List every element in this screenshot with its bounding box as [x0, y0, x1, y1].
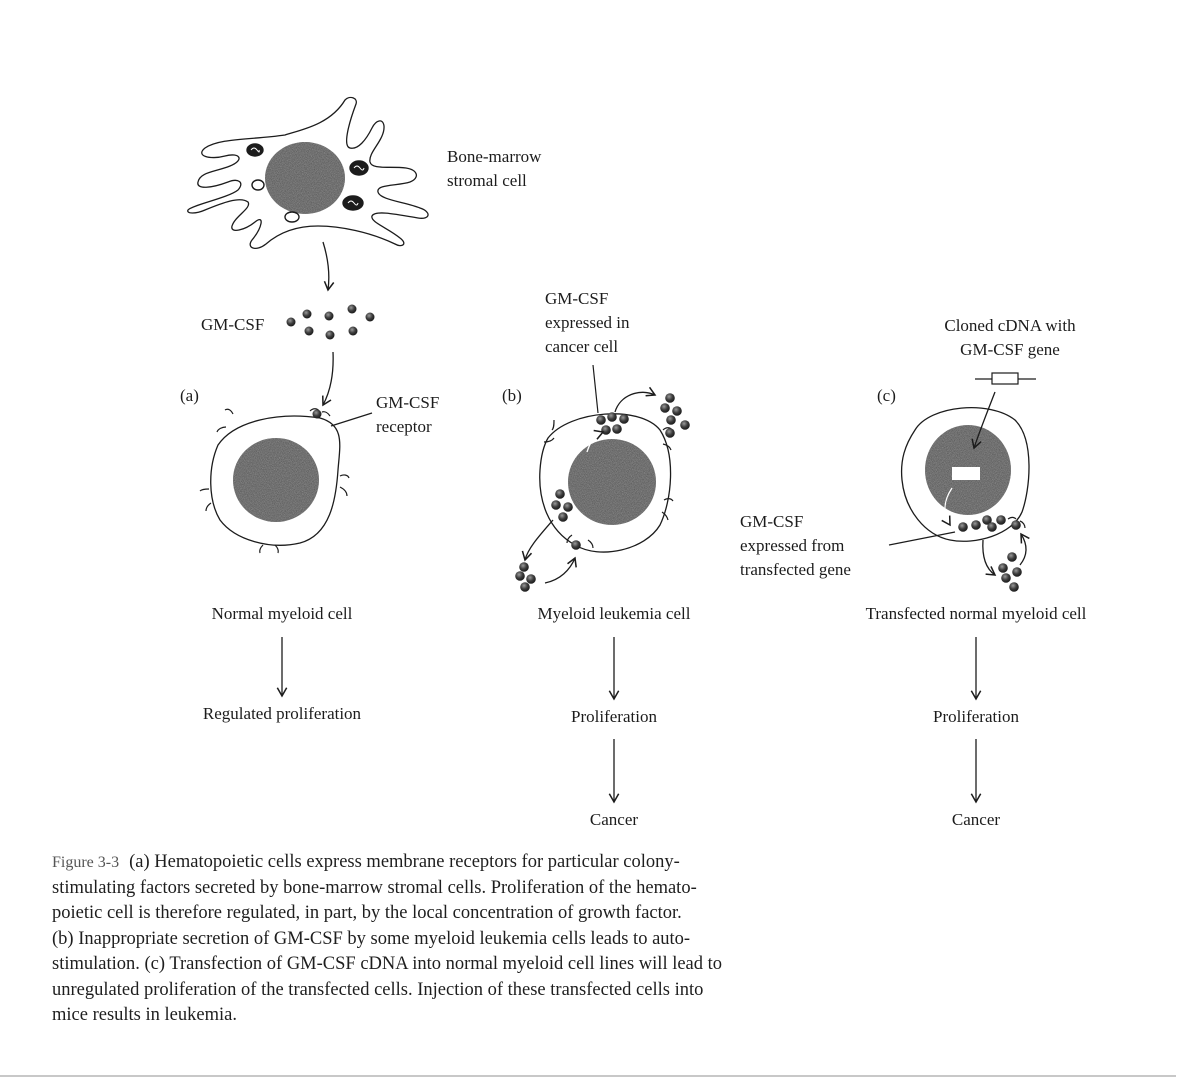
panel-c-step-1: Proliferation — [933, 707, 1019, 726]
panel-c-cell-name: Transfected normal myeloid cell — [865, 604, 1087, 623]
nucleus — [568, 439, 656, 525]
expressed-from-transfected-label: GM-CSF expressed from transfected gene — [740, 510, 851, 582]
panel-b-label: (b) — [502, 386, 522, 405]
label-line: stromal cell — [447, 171, 527, 190]
caption-text: (a) Hematopoietic cells express membrane… — [129, 852, 680, 872]
leukemia-cell — [515, 364, 690, 592]
arrow-stromal-to-gmcsf — [322, 241, 335, 292]
label-line: GM-CSF gene — [960, 340, 1060, 359]
gm-csf-cluster-inside — [958, 515, 1021, 532]
label-line: Cloned cDNA with — [944, 316, 1076, 335]
label-line: cancer cell — [545, 337, 619, 356]
label-line: GM-CSF — [545, 289, 609, 308]
gm-csf-molecules — [286, 304, 375, 340]
label-line: transfected gene — [740, 560, 851, 579]
gm-csf-cluster-outside-bottom — [515, 562, 536, 592]
page-bottom-rule — [0, 1075, 1176, 1077]
arrow-gmcsf-to-receptor — [321, 351, 334, 407]
stromal-cell — [187, 96, 429, 250]
panel-c-step-2: Cancer — [951, 810, 1001, 829]
expressed-in-cancer-label: GM-CSF expressed in cancer cell — [545, 287, 630, 359]
label-line: expressed in — [545, 313, 630, 332]
cloned-cdna-icon — [975, 372, 1036, 385]
stromal-cell-label: Bone-marrow stromal cell — [447, 145, 541, 193]
gm-csf-cluster-outside — [998, 552, 1022, 592]
label-line: receptor — [376, 417, 432, 436]
stromal-nucleus — [265, 142, 345, 214]
gm-csf-cluster-outside-top — [660, 393, 690, 438]
inserted-gene — [952, 467, 980, 480]
label-line: GM-CSF — [376, 393, 440, 412]
stromal-organelles — [246, 143, 369, 223]
nucleus — [233, 438, 319, 522]
figure-caption: Figure 3-3 (a) Hematopoietic cells expres… — [52, 850, 932, 1029]
label-line: Bone-marrow — [447, 147, 542, 166]
receptors — [543, 419, 674, 549]
caption-line: Figure 3-3 (a) Hematopoietic cells expres… — [52, 850, 932, 876]
transfected-cell — [888, 372, 1036, 592]
label-line: expressed from — [740, 536, 845, 555]
panel-b-step-2: Cancer — [589, 810, 639, 829]
caption-line: stimulation. (c) Transfection of GM-CSF … — [52, 954, 723, 974]
receptors — [199, 408, 350, 554]
caption-line: poietic cell is therefore regulated, in … — [52, 903, 682, 923]
flow-arrows — [276, 637, 982, 804]
caption-line: (b) Inappropriate secretion of GM-CSF by… — [52, 928, 691, 949]
gm-csf-receptor-label: GM-CSF receptor — [376, 391, 439, 439]
gm-csf-cluster-side — [551, 489, 573, 522]
caption-line: stimulating factors secreted by bone-mar… — [52, 877, 697, 898]
gm-csf-label: GM-CSF — [201, 315, 265, 334]
figure-number: Figure 3-3 — [52, 854, 120, 871]
panel-c-label: (c) — [877, 386, 896, 405]
panel-a-outcome: Regulated proliferation — [202, 704, 362, 723]
normal-myeloid-cell — [199, 408, 373, 554]
panel-a-cell-name: Normal myeloid cell — [211, 604, 353, 623]
caption-line: unregulated proliferation of the transfe… — [52, 979, 704, 1000]
cloned-cdna-label: Cloned cDNA with GM-CSF gene — [905, 314, 1115, 362]
caption-line: mice results in leukemia. — [52, 1005, 237, 1025]
panel-b-step-1: Proliferation — [571, 707, 657, 726]
panel-b-cell-name: Myeloid leukemia cell — [537, 604, 691, 623]
label-line: GM-CSF — [740, 512, 804, 531]
panel-a-label: (a) — [180, 386, 199, 405]
